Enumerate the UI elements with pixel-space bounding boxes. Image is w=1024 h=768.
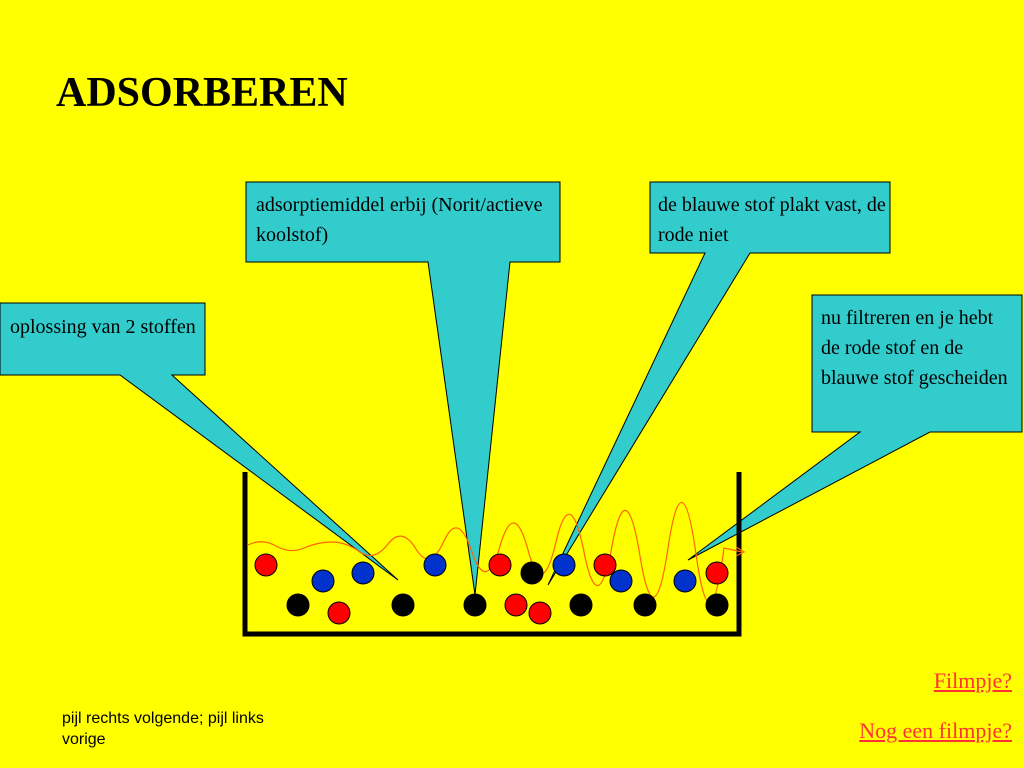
callout-solution-shape bbox=[0, 302, 399, 581]
black-particle bbox=[391, 593, 415, 617]
red-particle bbox=[327, 601, 351, 625]
black-particle bbox=[286, 593, 310, 617]
particles bbox=[254, 553, 729, 625]
red-particle bbox=[593, 553, 617, 577]
callout-filter-shape bbox=[687, 294, 1023, 561]
blue-particle bbox=[311, 569, 335, 593]
callout-blue-sticks-text: de blauwe stof plakt vast, de rode niet bbox=[658, 194, 886, 246]
liquid-surface-arrowhead bbox=[735, 546, 746, 557]
red-particle bbox=[488, 553, 512, 577]
callout-adsorbent-shape bbox=[245, 181, 561, 596]
callout-blue-sticks-shape bbox=[547, 181, 891, 586]
black-particle bbox=[705, 593, 729, 617]
red-particle bbox=[705, 561, 729, 585]
red-particle bbox=[504, 593, 528, 617]
liquid-surface bbox=[247, 501, 743, 604]
callout-filter-text: nu filtreren en je hebt de rode stof en … bbox=[821, 307, 1008, 389]
callout-adsorbent-text: adsorptiemiddel erbij (Norit/actieve koo… bbox=[256, 194, 543, 246]
black-particle bbox=[463, 593, 487, 617]
blue-particle bbox=[423, 553, 447, 577]
blue-particle bbox=[673, 569, 697, 593]
red-particle bbox=[528, 601, 552, 625]
red-particle bbox=[254, 553, 278, 577]
blue-particle bbox=[552, 553, 576, 577]
beaker bbox=[242, 472, 742, 637]
callout-solution-text: oplossing van 2 stoffen bbox=[10, 316, 196, 338]
black-particle bbox=[633, 593, 657, 617]
black-particle bbox=[520, 561, 544, 585]
black-particle bbox=[569, 593, 593, 617]
video-link-1[interactable]: Filmpje? bbox=[933, 668, 1012, 693]
navigation-hint: pijl rechts volgende; pijl links vorige bbox=[62, 710, 264, 748]
slide-title: ADSORBEREN bbox=[56, 70, 348, 116]
video-link-2[interactable]: Nog een filmpje? bbox=[859, 718, 1012, 743]
blue-particle bbox=[609, 569, 633, 593]
blue-particle bbox=[351, 561, 375, 585]
